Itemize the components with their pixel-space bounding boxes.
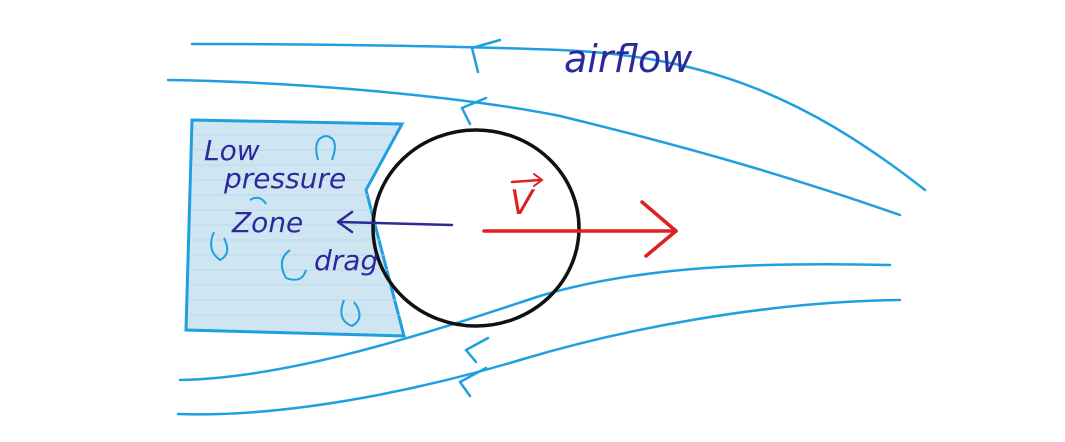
airflow-label: airflow xyxy=(564,37,693,81)
low-pressure-label-line3: Zone xyxy=(231,206,303,239)
streamlines xyxy=(166,42,927,416)
velocity-arrow xyxy=(482,200,678,258)
streamline-bottom-2 xyxy=(176,298,902,416)
streamline-bottom-1 xyxy=(178,262,892,382)
chevron-left-icon xyxy=(460,96,488,126)
chevron-left-icon xyxy=(464,336,490,364)
vortex-marks xyxy=(210,134,361,328)
low-pressure-label-line1: Low xyxy=(204,134,260,167)
streamline-top-2 xyxy=(166,78,902,217)
low-pressure-label-line2: pressure xyxy=(223,162,346,195)
streamline-arrowheads xyxy=(458,38,502,398)
streamline-top-1 xyxy=(190,42,927,192)
chevron-left-icon xyxy=(470,38,502,74)
velocity-vector-bar xyxy=(510,178,542,184)
drag-arrow xyxy=(336,210,454,234)
circular-body xyxy=(371,128,581,328)
velocity-label: V xyxy=(510,183,536,223)
zone-hatching xyxy=(188,134,400,316)
drag-label: drag xyxy=(314,244,378,277)
chevron-left-icon xyxy=(458,366,488,398)
low-pressure-zone xyxy=(184,118,406,338)
velocity-vector-bar-tip xyxy=(533,173,544,187)
